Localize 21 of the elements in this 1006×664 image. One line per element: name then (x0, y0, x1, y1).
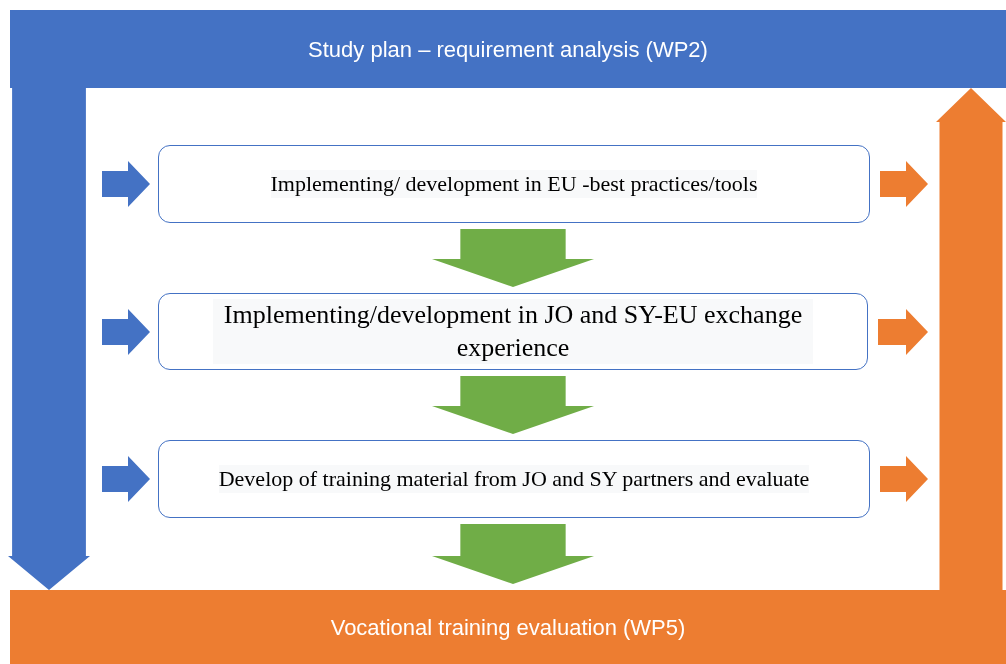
block-arrow (102, 309, 150, 355)
header-band (10, 590, 1006, 664)
block-arrow (936, 88, 1006, 590)
block-arrow (102, 456, 150, 502)
step-text: Implementing/development in JO and SY-EU exchange experience (213, 299, 813, 364)
block-arrow (432, 524, 594, 584)
block-arrow (432, 229, 594, 287)
block-arrow (432, 376, 594, 434)
block-arrow (878, 309, 928, 355)
step-text: Implementing/ development in EU -best practices/tools (270, 170, 758, 198)
step-text: Develop of training material from JO and SY partners and evaluate (218, 465, 810, 493)
band-title: Vocational training evaluation (WP5) (330, 613, 686, 642)
block-arrow (880, 161, 928, 207)
block-arrow (8, 88, 90, 590)
block-arrow (880, 456, 928, 502)
process-box (158, 145, 870, 223)
band-title: Study plan – requirement analysis (WP2) (308, 35, 708, 64)
process-box (158, 440, 870, 518)
header-band (10, 10, 1006, 88)
process-box (158, 293, 868, 370)
block-arrow (102, 161, 150, 207)
